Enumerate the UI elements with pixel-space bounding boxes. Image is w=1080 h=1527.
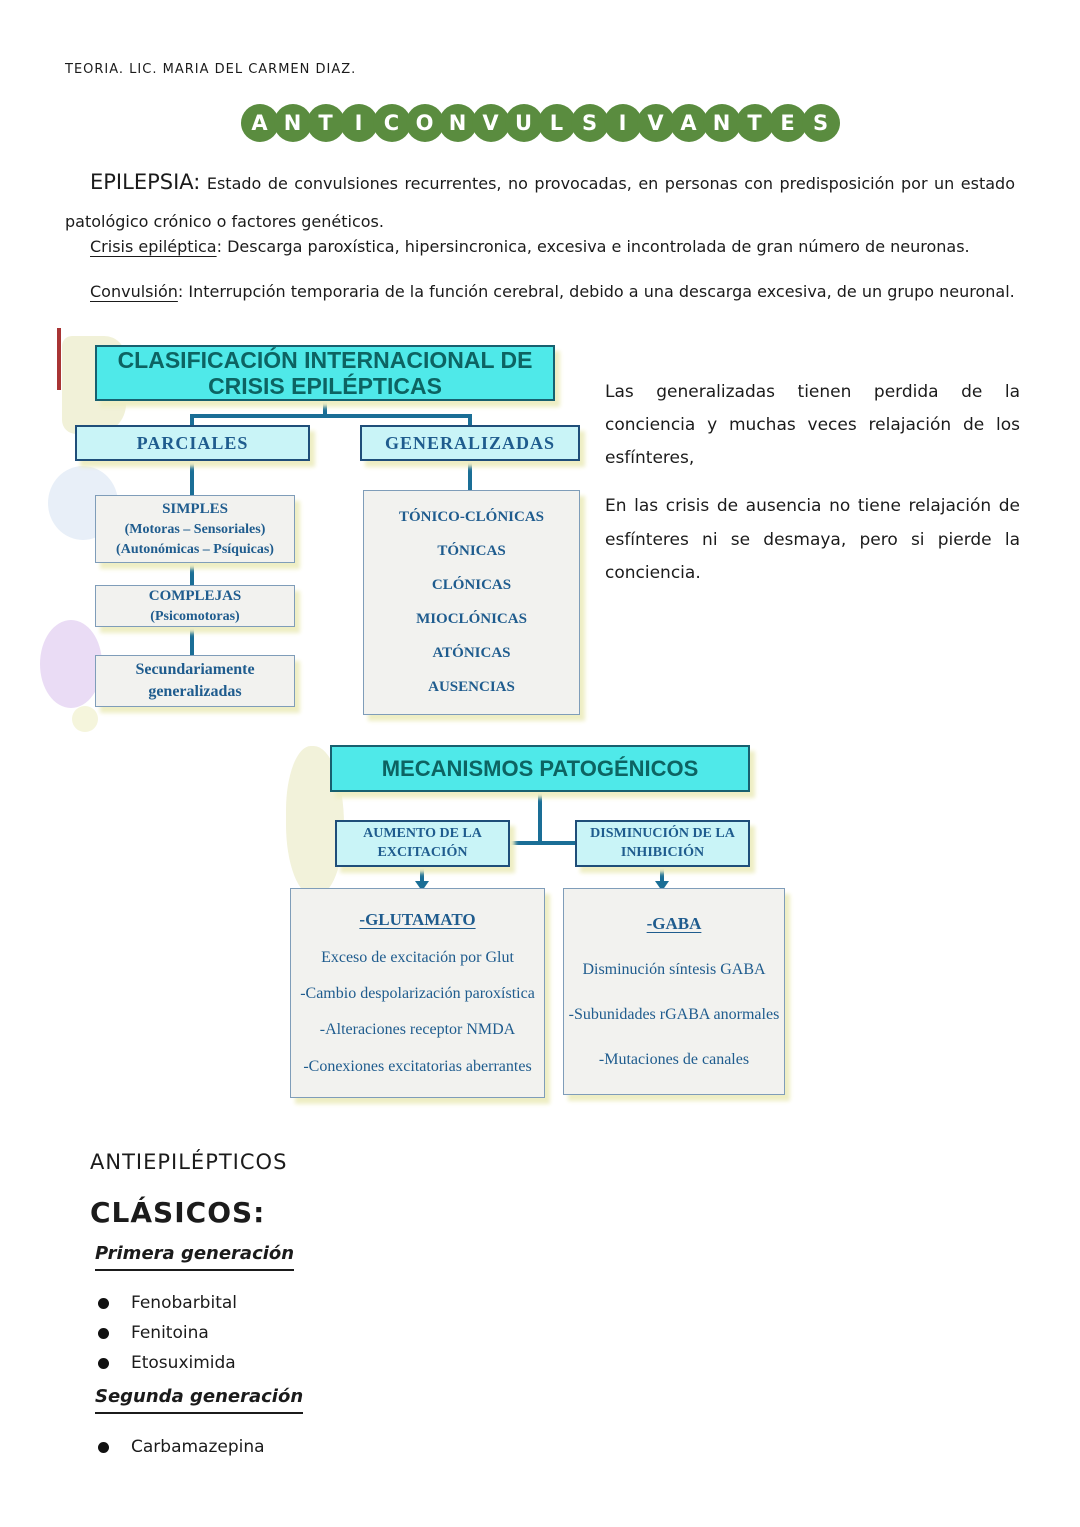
- gaba-item: -Subunidades rGABA anormales: [568, 1005, 780, 1023]
- clasicos-heading: CLÁSICOS:: [90, 1196, 266, 1229]
- list-item: Fenobarbital: [98, 1288, 237, 1318]
- complejas-node: COMPLEJAS (Psicomotoras): [95, 585, 295, 627]
- crisis-term: Crisis epiléptica: [90, 237, 217, 256]
- list-item: AUSENCIAS: [428, 678, 515, 695]
- paragraph-crisis: Crisis epiléptica: Descarga paroxística,…: [65, 230, 1015, 264]
- paragraph-epilepsia: EPILEPSIA: Estado de convulsiones recurr…: [65, 160, 1015, 240]
- title-letter: S: [570, 104, 609, 142]
- crisis-definition: Descarga paroxística, hipersincronica, e…: [227, 237, 970, 256]
- page-title: A N T I C O N V U L S I V A N T E S: [0, 104, 1080, 142]
- side-note-p1: Las generalizadas tienen perdida de la c…: [605, 382, 1020, 469]
- title-letter: V: [471, 104, 510, 142]
- glutamato-item: -Alteraciones receptor NMDA: [319, 1021, 516, 1039]
- secundarias-node: Secundariamente generalizadas: [95, 655, 295, 707]
- title-letter: S: [801, 104, 840, 142]
- title-letter: N: [273, 104, 312, 142]
- glutamato-item: -Cambio despolarización paroxística: [300, 984, 535, 1002]
- author-line: TEORIA. LIC. MARIA DEL CARMEN DIAZ.: [65, 62, 357, 77]
- list-item: Carbamazepina: [98, 1432, 265, 1462]
- list-item: ATÓNICAS: [432, 644, 511, 661]
- side-note-p2: En las crisis de ausencia no tiene relaj…: [605, 496, 1020, 583]
- bullet-icon: [98, 1297, 109, 1309]
- segunda-generacion-list: Carbamazepina: [98, 1432, 265, 1462]
- title-letter: L: [537, 104, 576, 142]
- generalizadas-types-list: TÓNICO-CLÓNICAS TÓNICAS CLÓNICAS MIOCLÓN…: [363, 490, 580, 715]
- antiepilepticos-heading: ANTIEPILÉPTICOS: [90, 1150, 288, 1174]
- aumento-excitacion-node: AUMENTO DE LA EXCITACIÓN: [335, 820, 510, 867]
- mechanisms-title: MECANISMOS PATOGÉNICOS: [330, 745, 750, 792]
- convulsion-colon: :: [177, 282, 184, 301]
- epilepsia-term: EPILEPSIA:: [90, 170, 201, 194]
- primera-generacion-list: Fenobarbital Fenitoina Etosuximida: [98, 1288, 237, 1378]
- title-letter: T: [735, 104, 774, 142]
- complejas-sub: (Psicomotoras): [150, 608, 240, 624]
- gaba-item: -Mutaciones de canales: [598, 1050, 750, 1068]
- list-item: MIOCLÓNICAS: [416, 610, 527, 627]
- glutamato-box: -GLUTAMATO Exceso de excitación por Glut…: [290, 888, 545, 1098]
- generalizadas-node: GENERALIZADAS: [360, 425, 580, 461]
- classification-flowchart: CLASIFICACIÓN INTERNACIONAL DE CRISIS EP…: [60, 330, 600, 725]
- deco-purple-blob: [40, 620, 102, 708]
- deco-red-strip: [57, 328, 61, 390]
- classification-title: CLASIFICACIÓN INTERNACIONAL DE CRISIS EP…: [95, 345, 555, 401]
- epilepsia-definition: Estado de convulsiones recurrentes, no p…: [65, 174, 1015, 232]
- title-letter: O: [405, 104, 444, 142]
- title-letter: E: [768, 104, 807, 142]
- glutamato-title: -GLUTAMATO: [359, 910, 476, 930]
- side-note: Las generalizadas tienen perdida de la c…: [605, 376, 1020, 590]
- segunda-generacion-label: Segunda generación: [95, 1386, 304, 1414]
- crisis-colon: :: [216, 237, 222, 256]
- list-item: CLÓNICAS: [431, 577, 512, 594]
- glutamato-item: Exceso de excitación por Glut: [321, 948, 514, 966]
- drug-name: Etosuximida: [131, 1353, 236, 1373]
- title-letter: I: [339, 104, 378, 142]
- gaba-title: -GABA: [646, 914, 702, 934]
- drug-name: Carbamazepina: [131, 1437, 265, 1457]
- bullet-icon: [98, 1441, 109, 1453]
- list-item: TÓNICO-CLÓNICAS: [398, 509, 545, 526]
- list-item: Etosuximida: [98, 1348, 237, 1378]
- title-letter: C: [372, 104, 411, 142]
- convulsion-definition: Interrupción temporaria de la función ce…: [188, 282, 1015, 301]
- title-letter: U: [504, 104, 543, 142]
- title-letter: A: [669, 104, 708, 142]
- bullet-icon: [98, 1357, 109, 1369]
- title-letter: I: [603, 104, 642, 142]
- convulsion-term: Convulsión: [90, 282, 178, 301]
- mechanisms-flowchart: MECANISMOS PATOGÉNICOS AUMENTO DE LA EXC…: [280, 735, 800, 1110]
- title-letter: N: [702, 104, 741, 142]
- gaba-item: Disminución síntesis GABA: [582, 961, 766, 979]
- primera-generacion-label: Primera generación: [95, 1243, 295, 1271]
- parciales-node: PARCIALES: [75, 425, 310, 461]
- simples-sub2: (Autonómicas – Psíquicas): [116, 541, 274, 557]
- complejas-title: COMPLEJAS: [148, 587, 242, 604]
- flowchart-connectors: [415, 792, 669, 891]
- simples-title: SIMPLES: [162, 500, 228, 517]
- disminucion-inhibicion-node: DISMINUCIÓN DE LA INHIBICIÓN: [575, 820, 750, 867]
- title-letter: N: [438, 104, 477, 142]
- gaba-box: -GABA Disminución síntesis GABA -Subunid…: [563, 888, 785, 1095]
- simples-node: SIMPLES (Motoras – Sensoriales) (Autonóm…: [95, 495, 295, 563]
- list-item: TÓNICAS: [437, 543, 506, 560]
- title-letter: T: [306, 104, 345, 142]
- simples-sub1: (Motoras – Sensoriales): [124, 521, 266, 537]
- glutamato-item: -Conexiones excitatorias aberrantes: [303, 1057, 532, 1075]
- flowchart-connectors: [190, 400, 472, 656]
- title-letter: V: [636, 104, 675, 142]
- title-letter: A: [240, 104, 279, 142]
- drug-name: Fenobarbital: [131, 1293, 238, 1313]
- deco-yellow-dot: [72, 706, 98, 732]
- drug-name: Fenitoina: [131, 1323, 209, 1343]
- list-item: Fenitoina: [98, 1318, 237, 1348]
- paragraph-convulsion: Convulsión: Interrupción temporaria de l…: [65, 275, 1015, 309]
- bullet-icon: [98, 1327, 109, 1339]
